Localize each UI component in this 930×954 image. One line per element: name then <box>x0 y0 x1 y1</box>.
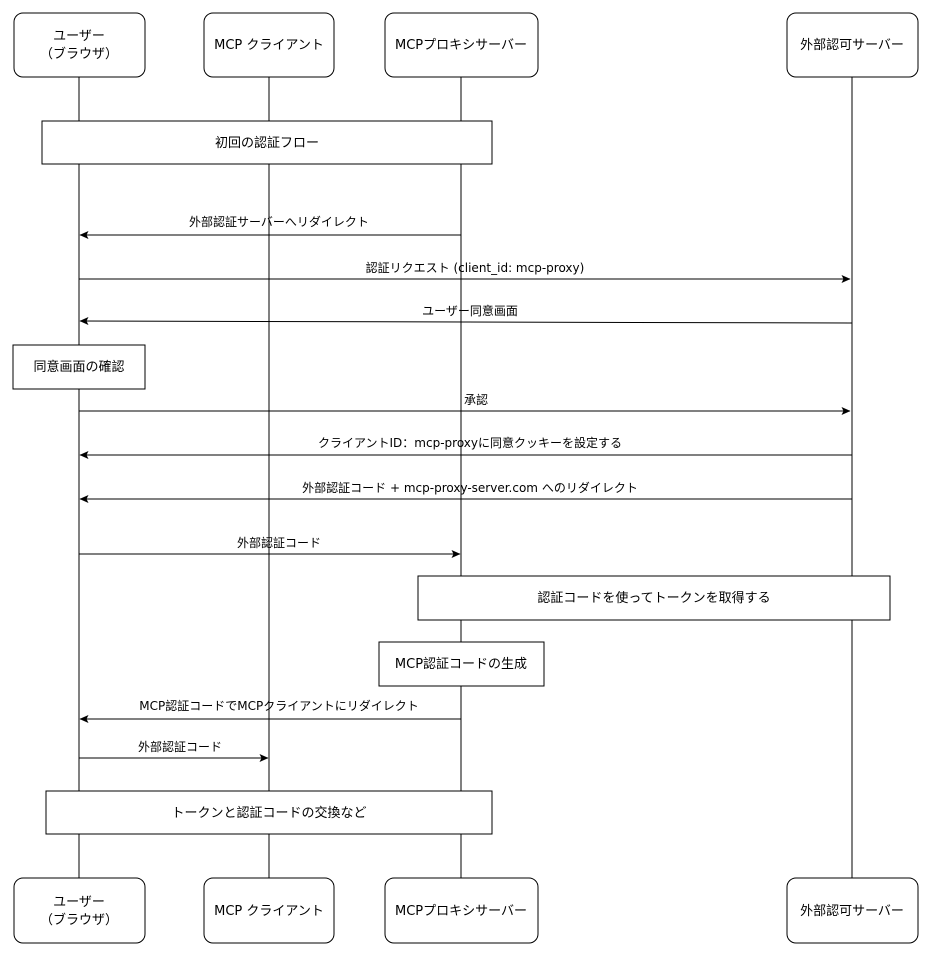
note-label: トークンと認証コードの交換など <box>171 805 366 821</box>
message-label: クライアントID：mcp-proxyに同意クッキーを設定する <box>318 435 622 450</box>
note-label: 同意画面の確認 <box>33 359 124 375</box>
message-set-consent-cookie: クライアントID：mcp-proxyに同意クッキーを設定する <box>79 435 852 459</box>
note-consent-check: 同意画面の確認 <box>12 344 146 390</box>
participant-proxy-bottom: MCPプロキシサーバー <box>384 877 539 944</box>
message-label: 外部認証コード <box>138 739 222 754</box>
participant-auth-bottom: 外部認可サーバー <box>786 877 919 944</box>
message-external-code-to-client: 外部認証コード <box>79 739 269 762</box>
participant-auth-top: 外部認可サーバー <box>786 12 919 78</box>
message-label: 外部認証コード <box>237 535 321 550</box>
participant-user-bottom: ユーザー （ブラウザ） <box>13 877 146 944</box>
participant-sublabel: （ブラウザ） <box>40 912 118 928</box>
message-consent-screen: ユーザー同意画面 <box>79 303 853 326</box>
message-external-code-to-proxy: 外部認証コード <box>79 535 461 558</box>
note-label: 初回の認証フロー <box>215 135 319 151</box>
participant-proxy-top: MCPプロキシサーバー <box>384 12 539 78</box>
message-auth-request: 認証リクエスト (client_id: mcp-proxy) <box>79 260 851 283</box>
participant-label: 外部認可サーバー <box>800 903 904 919</box>
message-label: ユーザー同意画面 <box>422 303 518 318</box>
note-token-exchange: トークンと認証コードの交換など <box>45 790 493 835</box>
participant-label: ユーザー <box>53 895 105 910</box>
participant-user-top: ユーザー （ブラウザ） <box>13 12 146 78</box>
message-label: 認証リクエスト (client_id: mcp-proxy) <box>366 260 585 275</box>
participant-label: 外部認可サーバー <box>800 37 904 53</box>
note-get-token: 認証コードを使ってトークンを取得する <box>417 575 891 621</box>
participant-label: MCPプロキシサーバー <box>395 38 527 53</box>
message-approve: 承認 <box>79 392 851 415</box>
participant-client-top: MCP クライアント <box>203 12 335 78</box>
participant-sublabel: （ブラウザ） <box>40 46 118 62</box>
message-mcp-code-redirect: MCP認証コードでMCPクライアントにリダイレクト <box>79 698 461 723</box>
note-initial-auth-flow: 初回の認証フロー <box>41 120 493 165</box>
note-label: MCP認証コードの生成 <box>395 656 527 672</box>
note-generate-mcp-code: MCP認証コードの生成 <box>378 641 545 687</box>
message-label: 外部認証サーバーへリダイレクト <box>189 214 369 229</box>
participant-label: MCPプロキシサーバー <box>395 904 527 919</box>
message-redirect-to-auth: 外部認証サーバーへリダイレクト <box>79 214 461 239</box>
message-external-code-redirect: 外部認証コード + mcp-proxy-server.com へのリダイレクト <box>79 480 852 503</box>
participant-label: MCP クライアント <box>214 38 324 53</box>
note-label: 認証コードを使ってトークンを取得する <box>537 590 770 606</box>
message-label: 承認 <box>464 392 488 407</box>
participant-client-bottom: MCP クライアント <box>203 877 335 944</box>
message-label: MCP認証コードでMCPクライアントにリダイレクト <box>139 698 418 713</box>
participant-label: ユーザー <box>53 29 105 44</box>
participant-label: MCP クライアント <box>214 904 324 919</box>
message-label: 外部認証コード + mcp-proxy-server.com へのリダイレクト <box>302 480 638 495</box>
